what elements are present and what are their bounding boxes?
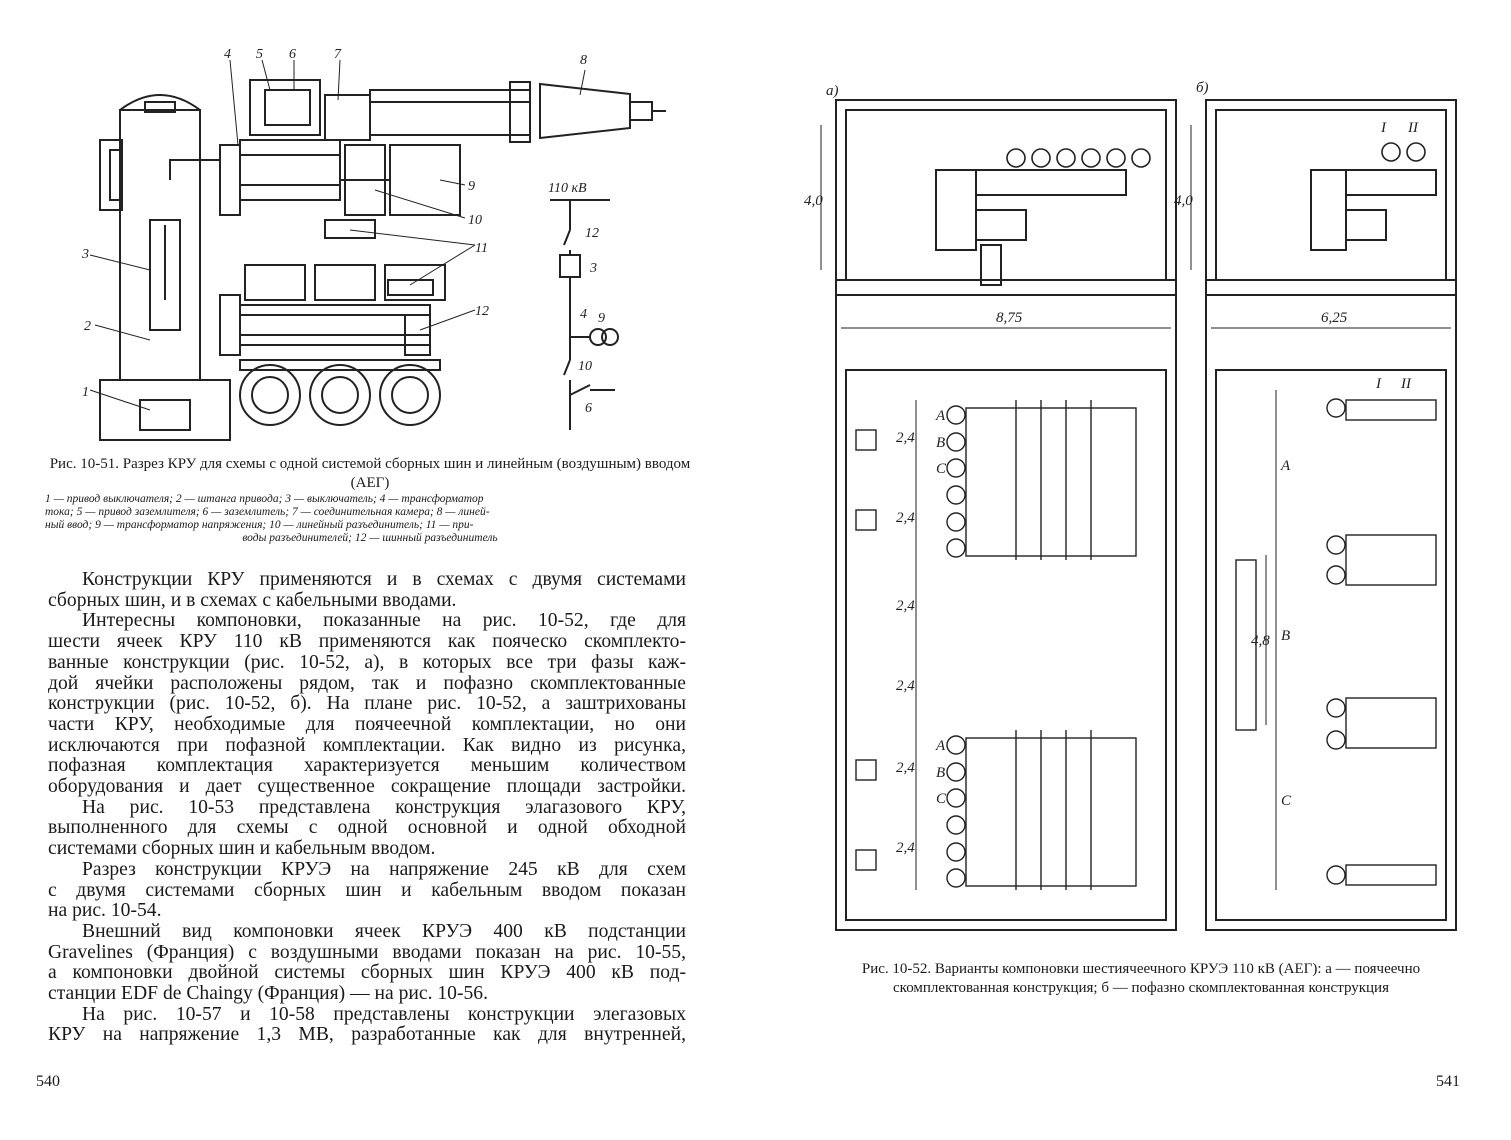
dim-width-a: 8,75 [996,310,1023,326]
fig1-label-3: 3 [81,247,89,262]
right-page: а) б) 4,0 4,0 8,75 6,25 2,4 2,4 2,4 2,4 … [756,0,1511,1140]
page-number-left: 540 [36,1073,60,1090]
fig1-label-12: 12 [475,304,489,319]
fig1-label-1: 1 [82,385,89,400]
section-c-label: C [1281,793,1292,809]
dim-b-section: 4,8 [1251,633,1270,649]
scheme-label-12: 12 [585,226,599,241]
roman-2-top: II [1407,120,1419,136]
fig1-label-5: 5 [256,47,263,62]
text-line: выполненного для схемы с одной основной … [48,817,686,839]
scheme-label-4: 4 [580,307,587,322]
text-line: Разрез конструкции КРУЭ на напряжение 24… [82,858,686,880]
dim-bay-6: 2,4 [896,840,915,856]
phase-c-2: C [936,791,947,807]
text-line: исключаются при пофазной комплектации. К… [48,734,686,756]
text-line: ванные конструкции (рис. 10-52, а), в ко… [48,651,686,673]
legend-line: тока; 5 — привод заземлителя; 6 — заземл… [45,506,490,518]
section-b-label: B [1281,628,1290,644]
text-line: На рис. 10-53 представлена конструкция э… [82,796,686,818]
text-line: части КРУ, необходимые для поячеечной ко… [48,713,686,735]
phase-b-1: B [936,435,945,451]
scheme-label-10: 10 [578,359,592,374]
text-line: На рис. 10-57 и 10-58 представлены конст… [82,1003,686,1025]
dim-height-a: 4,0 [804,193,823,209]
text-line: КРУ на напряжение 1,3 МВ, разработанные … [48,1024,686,1046]
fig1-label-6: 6 [289,47,296,62]
dim-height-b: 4,0 [1174,193,1193,209]
phase-a-1: A [935,408,946,424]
phase-b-2: B [936,765,945,781]
left-page: 1 2 3 4 5 6 7 8 9 10 11 12 110 кВ 12 3 4… [0,0,755,1140]
fig1-label-7: 7 [334,47,342,62]
dim-width-b: 6,25 [1321,310,1348,326]
fig1-label-2: 2 [84,319,91,334]
text-line: Конструкции КРУ применяются и в схемах с… [82,569,686,590]
fig1-label-4: 4 [224,47,231,62]
text-line: оборудования и дает существенное сокраще… [48,776,686,798]
fig1-label-8: 8 [580,53,587,68]
variant-a-label: а) [826,83,839,99]
text-line: Интересны компоновки, показанные на рис.… [82,610,686,632]
fig1-label-11: 11 [475,241,488,256]
dim-bay-3: 2,4 [896,598,915,614]
text-line: Внешний вид компоновки ячеек КРУЭ 400 кВ… [82,920,686,942]
roman-1-top: I [1380,120,1387,136]
legend-line: 1 — привод выключателя; 2 — штанга приво… [45,493,484,505]
figure-10-52-drawing: а) б) 4,0 4,0 8,75 6,25 2,4 2,4 2,4 2,4 … [804,80,1457,931]
body-text: Конструкции КРУ применяются и в схемах с… [48,569,686,1046]
figure-10-51-caption: Рис. 10-51. Разрез КРУ для схемы с одной… [49,456,691,491]
scheme-label-6: 6 [585,401,592,416]
text-line: а компоновки двойной системы сборных шин… [48,962,686,984]
phase-a-2: A [935,738,946,754]
dim-bay-4: 2,4 [896,678,915,694]
figure-10-52-caption: Рис. 10-52. Варианты компоновки шестияче… [861,961,1421,996]
dim-bay-5: 2,4 [896,760,915,776]
page-number-right: 541 [1436,1073,1460,1090]
text-line: дой ячейки расположены рядом, так и пофа… [48,672,686,694]
text-line: станции EDF de Chaingy (Франция) — на ри… [48,983,488,1005]
text-line: пофазная комплектация характеризуется ме… [48,755,686,777]
fig1-label-9: 9 [468,179,475,194]
text-line: на рис. 10-54. [48,900,162,922]
roman-2-plan: II [1400,376,1412,392]
text-line: шести ячеек КРУ 110 кВ применяются как п… [48,631,686,653]
text-line: сборных шин, и в схемах с кабельными вво… [48,589,457,611]
scheme-label-3: 3 [589,261,597,276]
scheme-voltage-label: 110 кВ [548,181,587,196]
dim-bay-1: 2,4 [896,430,915,446]
figure-10-51-legend: 1 — привод выключателя; 2 — штанга приво… [45,493,695,545]
figure-10-51-drawing: 1 2 3 4 5 6 7 8 9 10 11 12 110 кВ 12 3 4… [81,47,666,441]
legend-line: воды разъединителей; 12 — шинный разъеди… [242,532,498,544]
text-line: Gravelines (Франция) с воздушными вводам… [48,941,686,963]
legend-line: ный ввод; 9 — трансформатор напряжения; … [45,519,474,531]
fig1-label-10: 10 [468,213,482,228]
scheme-label-9: 9 [598,311,605,326]
roman-1-plan: I [1375,376,1382,392]
phase-c-1: C [936,461,947,477]
text-line: с двумя системами сборных шин и кабельны… [48,879,686,901]
text-line: конструкции (рис. 10-52, б). На плане ри… [48,693,686,715]
text-line: системами сборных шин и кабельным вводом… [48,838,436,860]
dim-bay-2: 2,4 [896,510,915,526]
section-a-label: A [1280,458,1291,474]
variant-b-label: б) [1196,80,1209,96]
